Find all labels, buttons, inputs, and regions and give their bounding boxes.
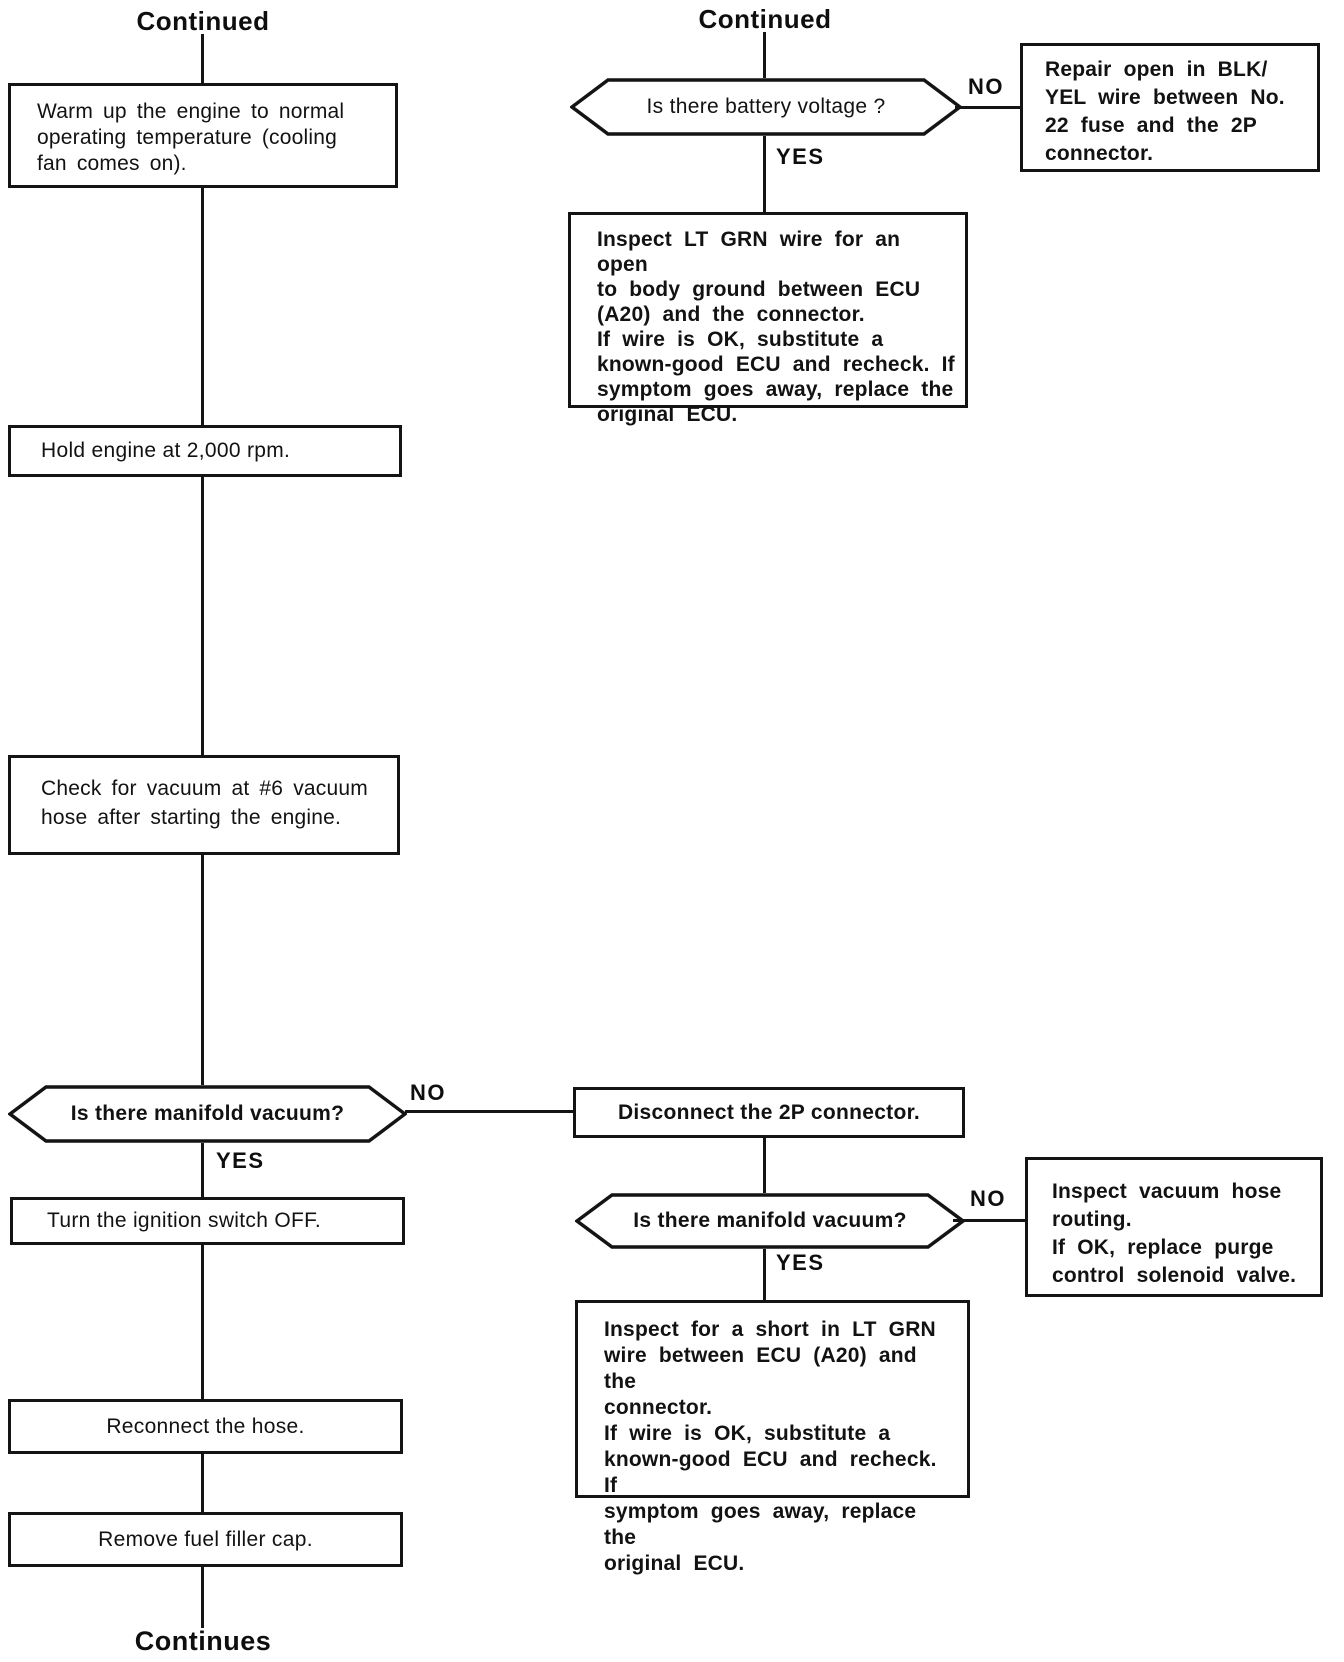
continues-heading: Continues <box>134 1626 272 1656</box>
flow-line <box>763 136 766 212</box>
process-box-warm-up-engine: Warm up the engine to normal operating t… <box>8 83 398 188</box>
flow-line <box>201 1454 204 1512</box>
decision-battery-voltage: Is there battery voltage ? <box>570 78 962 136</box>
flow-line <box>201 1143 204 1197</box>
flow-line <box>763 1138 766 1193</box>
continued-heading-right: Continued <box>698 4 832 34</box>
flow-line <box>201 855 204 1085</box>
action-box-inspect-ltgrn-short: Inspect for a short in LT GRN wire betwe… <box>575 1300 970 1575</box>
action-box-inspect-vacuum-routing: Inspect vacuum hose routing. If OK, repl… <box>1025 1157 1323 1297</box>
no-label: NO <box>968 74 1004 99</box>
process-box-reconnect-hose: Reconnect the hose. <box>8 1399 403 1454</box>
process-box-hold-engine-rpm: Hold engine at 2,000 rpm. <box>8 425 402 477</box>
decision-label: Is there manifold vacuum? <box>70 1102 345 1125</box>
yes-label: YES <box>776 1250 825 1275</box>
flow-line <box>201 188 204 425</box>
action-box-repair-open-blk-yel: Repair open in BLK/ YEL wire between No.… <box>1020 43 1320 172</box>
no-label: NO <box>970 1186 1006 1211</box>
flow-line <box>201 34 204 83</box>
decision-manifold-vacuum-left: Is there manifold vacuum? <box>8 1085 407 1143</box>
flow-line <box>953 1219 1025 1222</box>
yes-label: YES <box>216 1148 265 1173</box>
decision-label: Is there manifold vacuum? <box>633 1209 907 1232</box>
decision-manifold-vacuum-right: Is there manifold vacuum? <box>575 1193 965 1249</box>
flow-line <box>201 1245 204 1399</box>
process-box-disconnect-2p-connector: Disconnect the 2P connector. <box>573 1087 965 1138</box>
flow-line <box>763 32 766 78</box>
flow-line <box>405 1110 575 1113</box>
hexagon-shape <box>8 1085 407 1143</box>
decision-label: Is there battery voltage ? <box>646 95 886 118</box>
process-box-ignition-off: Turn the ignition switch OFF. <box>10 1197 405 1245</box>
flow-line <box>763 1249 766 1300</box>
flow-line <box>955 106 1020 109</box>
action-box-inspect-ltgrn-open: Inspect LT GRN wire for an open to body … <box>568 212 968 426</box>
yes-label: YES <box>776 144 825 169</box>
no-label: NO <box>410 1080 446 1105</box>
flow-line <box>201 1567 204 1628</box>
continued-heading-left: Continued <box>136 6 270 36</box>
process-box-remove-fuel-cap: Remove fuel filler cap. <box>8 1512 403 1567</box>
process-box-check-vacuum-hose: Check for vacuum at #6 vacuum hose after… <box>8 755 400 855</box>
flow-line <box>201 477 204 755</box>
